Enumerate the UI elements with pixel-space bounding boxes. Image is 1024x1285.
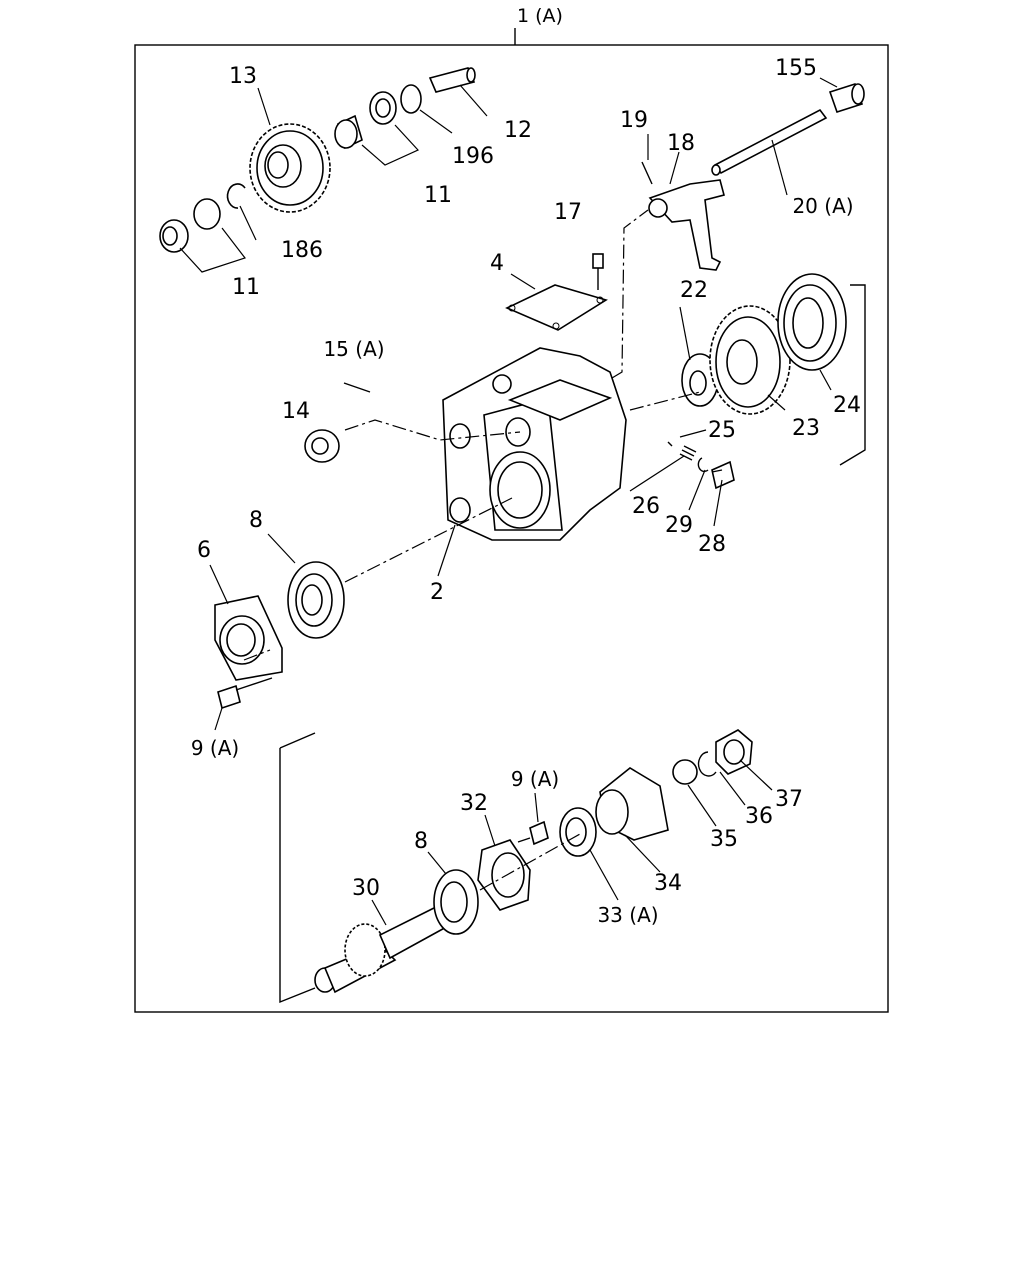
diagram-frame: [134, 44, 889, 1013]
callout-8-upper: 8: [249, 508, 263, 533]
flange-6: [214, 595, 283, 681]
bushing-155: [828, 83, 865, 113]
callout-29: 29: [665, 513, 693, 538]
bearing-11-upper: [334, 91, 397, 150]
callout-23: 23: [792, 416, 820, 441]
callout-15: 15 (A): [323, 337, 384, 361]
shift-fork-18: [648, 179, 725, 271]
callout-36: 36: [745, 804, 773, 829]
callout-13: 13: [229, 64, 257, 89]
callout-32: 32: [460, 791, 488, 816]
callout-26: 26: [632, 494, 660, 519]
bearing-11-lower: [159, 198, 221, 253]
callout-186: 186: [281, 238, 323, 263]
snap-ring-36: [697, 751, 717, 777]
bushing-14: [304, 429, 340, 463]
ring-196: [400, 84, 422, 114]
callout-196: 196: [452, 144, 494, 169]
pin-19: [641, 161, 653, 185]
snap-ring-186: [226, 183, 246, 209]
bolt-17: [592, 253, 604, 290]
callout-14: 14: [282, 399, 310, 424]
callout-9-upper: 9 (A): [191, 736, 239, 760]
shift-rod-20: [711, 108, 828, 176]
callout-18: 18: [667, 131, 695, 156]
callout-34: 34: [654, 871, 682, 896]
bearing-8-lower: [433, 869, 479, 935]
callout-30: 30: [352, 876, 380, 901]
gear-13: [249, 123, 331, 213]
lower-bracket-top: [279, 732, 316, 749]
callout-22: 22: [680, 278, 708, 303]
bearing-retainer-32: [477, 839, 531, 911]
housing-2: [442, 347, 627, 541]
thrust-washer-22: [681, 353, 719, 407]
callout-19: 19: [620, 108, 648, 133]
bolt-28: [711, 460, 735, 490]
callout-labels: 1 (A) 13 12 196 11 186 11 155 19 18 20 (…: [191, 5, 861, 927]
callout-17: 17: [554, 200, 582, 225]
callout-24: 24: [833, 393, 861, 418]
callout-6: 6: [197, 538, 211, 563]
lower-bracket: [279, 748, 316, 1004]
callout-155: 155: [775, 56, 817, 81]
callout-11-lower: 11: [232, 275, 260, 300]
callout-35: 35: [710, 827, 738, 852]
callout-20: 20 (A): [792, 194, 853, 218]
callout-33: 33 (A): [597, 903, 658, 927]
pin-25: [667, 441, 673, 447]
cover-plate-4: [505, 284, 608, 331]
callout-25: 25: [708, 418, 736, 443]
pin-12: [428, 67, 476, 93]
nut-37: [715, 729, 753, 775]
output-housing-34: [595, 767, 669, 841]
callout-12: 12: [504, 118, 532, 143]
sliding-sleeve-24: [777, 273, 847, 371]
callout-4: 4: [490, 251, 504, 276]
bolt-9-upper: [217, 677, 273, 710]
leader-lines: [179, 77, 838, 926]
callout-11-upper: 11: [424, 183, 452, 208]
diagram-title: 1 (A): [517, 5, 563, 27]
callout-8-lower: 8: [414, 829, 428, 854]
callout-28: 28: [698, 532, 726, 557]
oil-seal-33: [559, 807, 597, 857]
bearing-8-upper: [287, 561, 345, 639]
bolt-9-lower: [517, 820, 549, 846]
pin-15: [343, 382, 371, 393]
spring-26: [679, 445, 697, 461]
washer-29: [697, 457, 709, 473]
callout-37: 37: [775, 787, 803, 812]
callout-9-lower: 9 (A): [511, 767, 559, 791]
gear-23: [709, 305, 791, 415]
right-bracket: [839, 284, 866, 466]
washer-35: [672, 759, 698, 785]
callout-2: 2: [430, 580, 444, 605]
